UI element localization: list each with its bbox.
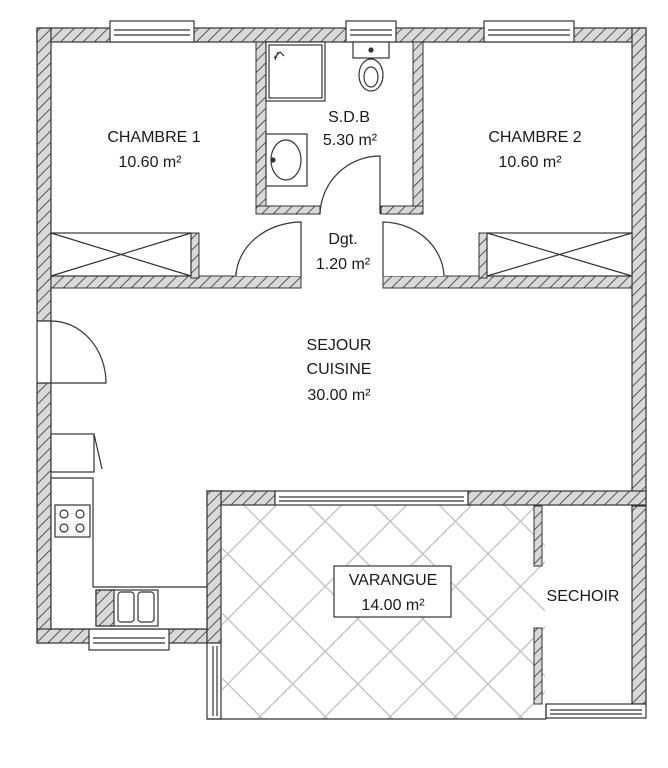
entrance-door <box>36 320 107 384</box>
bay-window-sejour <box>274 490 469 506</box>
window-varangue-side <box>206 642 222 720</box>
interior-walls <box>50 41 633 705</box>
sejour-name-line-2: CUISINE <box>307 361 372 378</box>
window-chambre-2 <box>483 20 575 43</box>
room-labels: CHAMBRE 1 10.60 m² S.D.B 5.30 m² CHAMBRE… <box>107 109 620 618</box>
door-sdb <box>319 155 381 215</box>
door-chambre-1 <box>235 221 302 277</box>
kitchen-sink <box>95 589 159 627</box>
washbasin <box>265 133 308 187</box>
doors <box>36 155 445 384</box>
window-chambre-1 <box>109 20 195 43</box>
sejour-area: 30.00 m² <box>307 387 371 404</box>
sechoir-name: SECHOIR <box>547 588 620 605</box>
wardrobe-chambre-1 <box>50 232 192 277</box>
window-cuisine <box>88 628 170 651</box>
fridge <box>50 433 103 473</box>
cooktop <box>54 504 91 538</box>
door-chambre-2 <box>382 221 445 277</box>
shower <box>265 41 326 102</box>
toilet <box>352 41 390 92</box>
varangue-area: 14.00 m² <box>361 597 425 614</box>
varangue-label-box <box>333 565 452 618</box>
varangue-edges <box>207 704 547 720</box>
sejour-name-line-1: SEJOUR <box>307 337 372 354</box>
sdb-area: 5.30 m² <box>323 132 378 149</box>
sdb-name: S.D.B <box>328 109 370 126</box>
chambre-2-name: CHAMBRE 2 <box>488 129 581 146</box>
chambre-2-area: 10.60 m² <box>498 154 562 171</box>
wardrobe-chambre-2 <box>486 232 633 277</box>
window-sechoir <box>545 703 647 719</box>
varangue-name: VARANGUE <box>349 572 438 589</box>
degagement-area: 1.20 m² <box>316 256 371 273</box>
degagement-name: Dgt. <box>328 231 357 248</box>
chambre-1-name: CHAMBRE 1 <box>107 129 200 146</box>
chambre-1-area: 10.60 m² <box>118 154 182 171</box>
window-sdb <box>345 20 397 43</box>
